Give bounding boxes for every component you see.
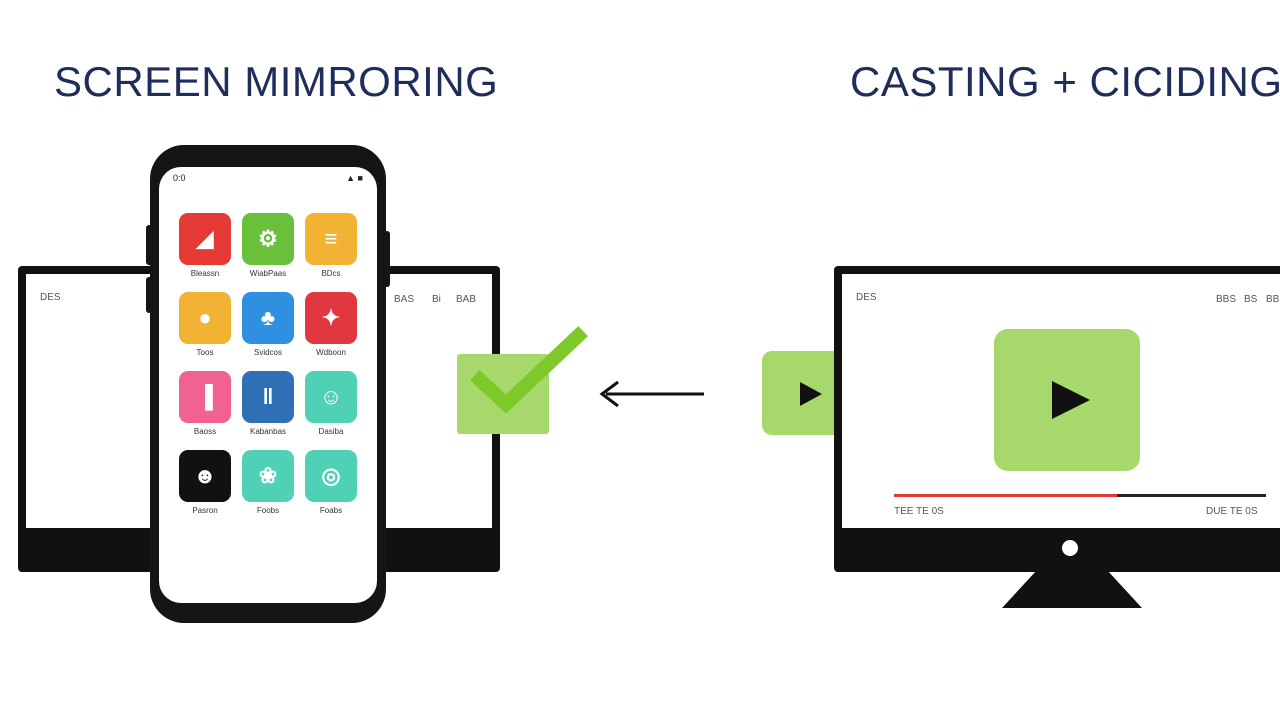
right-monitor-menu-3: BBS: [1266, 294, 1280, 305]
app-label: Wdboon: [316, 348, 346, 357]
checkmark-icon: [470, 326, 588, 414]
app-tile[interactable]: ⚙ WiabPaas: [242, 213, 294, 278]
app-tile[interactable]: ‖ Kabanbas: [242, 371, 294, 436]
power-indicator: [1062, 540, 1078, 556]
app-tile[interactable]: ☺ Dasiba: [305, 371, 357, 436]
play-icon: [1052, 381, 1090, 419]
columns-icon: ‖: [262, 384, 274, 409]
app-tile[interactable]: ● Toos: [179, 292, 231, 357]
app-label: WiabPaas: [249, 269, 287, 278]
app-tile[interactable]: ≡ BDcs: [305, 213, 357, 278]
phone-volume-button: [146, 225, 154, 265]
phone-status-time: 0:0: [173, 173, 186, 183]
app-tile[interactable]: ☻ Pasron: [179, 450, 231, 515]
right-monitor-screen: DES BBS BS BBS TEE TE 0S DUE TE 0S: [842, 274, 1280, 528]
video-time-elapsed: TEE TE 0S: [894, 506, 944, 517]
controller-icon: ◎: [321, 463, 341, 488]
phone-volume-button-2: [146, 277, 154, 313]
app-tile[interactable]: ✦ Wdboon: [305, 292, 357, 357]
video-progress-bar[interactable]: [894, 494, 1266, 497]
monitor-stand: [1002, 570, 1142, 608]
app-label: BDcs: [321, 269, 341, 278]
title-casting: CASTING + CICIDING: [850, 58, 1280, 105]
arrow-left-icon: [599, 380, 704, 408]
left-monitor-menu-3: BAB: [456, 294, 477, 305]
app-tile[interactable]: ◢ Bleassn: [179, 213, 231, 278]
title-screen-mirroring: SCREEN MIMRORING: [54, 58, 499, 105]
bars-icon: ▐: [197, 384, 213, 409]
robot-icon: ⚙: [258, 226, 278, 251]
phone-power-button: [382, 231, 390, 287]
smartphone: 0:0 ▲ ■ ◢ Bleassn ⚙ WiabPaas ≡ BDcs ● Toos ♣ Svid…: [146, 145, 390, 623]
left-monitor-label: DES: [40, 292, 61, 303]
app-label: Kabanbas: [249, 427, 287, 436]
app-label: Bleassn: [190, 269, 220, 278]
maps-icon: ◢: [196, 226, 214, 251]
app-tile[interactable]: ◎ Foabs: [305, 450, 357, 515]
app-label: Foobs: [256, 506, 280, 515]
left-monitor-menu-1: BAS: [394, 294, 415, 305]
app-label: Svidcos: [253, 348, 282, 357]
app-grid: ◢ Bleassn ⚙ WiabPaas ≡ BDcs ● Toos ♣ Svidcos ✦ Wdbo…: [179, 213, 359, 515]
group-icon: ♣: [260, 305, 276, 330]
video-play-button[interactable]: [994, 329, 1140, 471]
people-icon: ☺: [319, 384, 343, 409]
video-progress-fill: [894, 494, 1118, 497]
app-label: Baoss: [193, 427, 217, 436]
app-tile[interactable]: ▐ Baoss: [179, 371, 231, 436]
app-label: Toos: [196, 348, 214, 357]
app-tile[interactable]: ❀ Foobs: [242, 450, 294, 515]
right-monitor-label: DES: [856, 292, 877, 303]
puzzle-icon: ✦: [321, 305, 341, 330]
app-label: Dasiba: [318, 427, 344, 436]
face-icon: ☻: [193, 463, 217, 488]
flower-icon: ❀: [258, 463, 278, 488]
app-label: Foabs: [319, 506, 343, 515]
phone-status-icons: ▲ ■: [346, 173, 363, 183]
app-label: Pasron: [192, 506, 218, 515]
left-monitor-menu-2: Bi: [432, 294, 441, 305]
person-icon: ●: [198, 305, 212, 330]
play-icon: [800, 382, 822, 406]
app-tile[interactable]: ♣ Svidcos: [242, 292, 294, 357]
right-monitor-menu-1: BBS: [1216, 294, 1237, 305]
video-time-total: DUE TE 0S: [1206, 506, 1258, 517]
right-monitor-menu-2: BS: [1244, 294, 1258, 305]
right-monitor: DES BBS BS BBS TEE TE 0S DUE TE 0S: [834, 266, 1280, 572]
chart-icon: ≡: [324, 226, 338, 251]
phone-screen: 0:0 ▲ ■ ◢ Bleassn ⚙ WiabPaas ≡ BDcs ● Toos ♣ Svid…: [159, 167, 377, 603]
